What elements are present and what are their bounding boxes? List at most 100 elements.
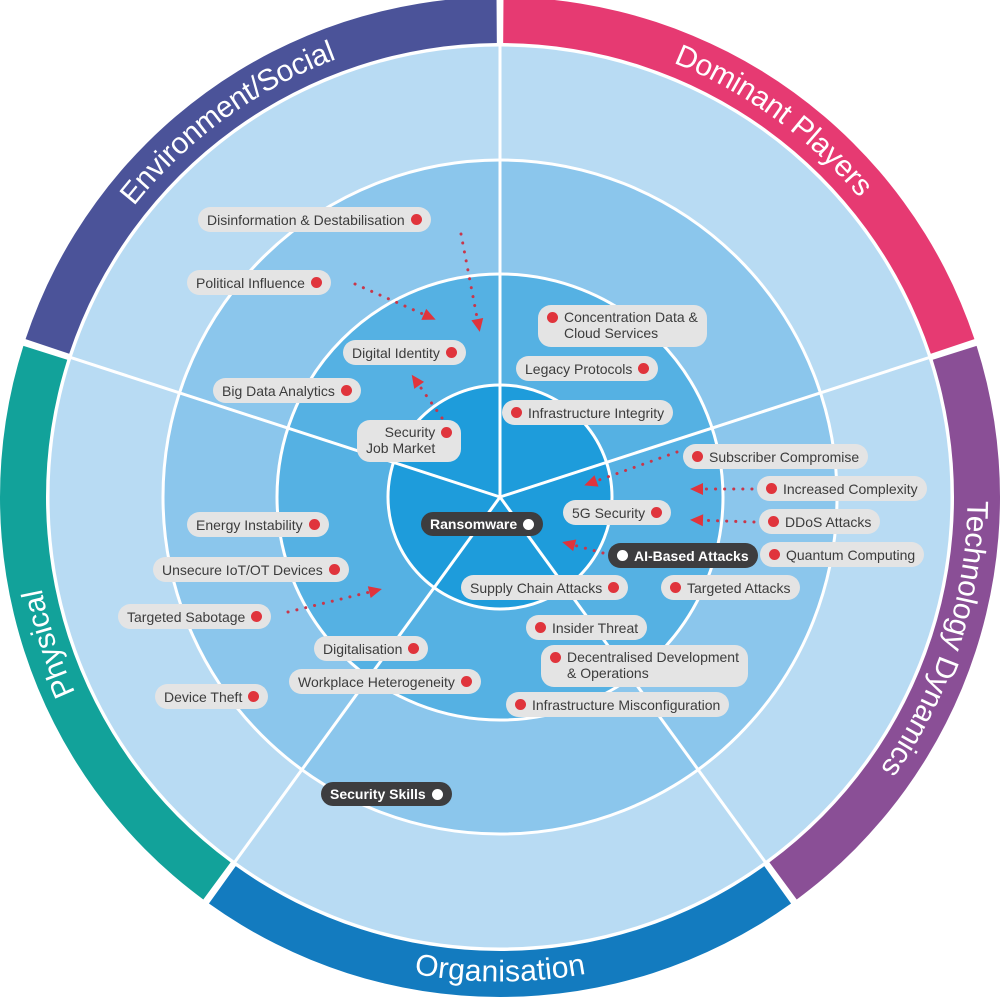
dotted-arrow-icon xyxy=(411,374,444,420)
segment-band-organisation xyxy=(208,866,792,997)
dotted-arrow-icon xyxy=(562,539,605,555)
marker-dot-icon xyxy=(340,385,352,396)
arrow-dots xyxy=(692,518,756,524)
dotted-arrow-icon xyxy=(690,483,754,495)
item-label: Big Data Analytics xyxy=(222,382,335,399)
item-label: Legacy Protocols xyxy=(525,360,633,377)
item-subscriber-compromise[interactable]: Subscriber Compromise xyxy=(683,444,869,469)
item-label: Energy Instability xyxy=(196,516,303,533)
marker-dot-icon xyxy=(535,622,546,633)
arrow-dots xyxy=(286,588,380,614)
segment-band-environment-social xyxy=(25,0,497,354)
item-label: AI-Based Attacks xyxy=(634,547,749,564)
marker-dot-icon xyxy=(608,582,620,593)
marker-dot-icon xyxy=(308,519,320,530)
item-label: Workplace Heterogeneity xyxy=(298,673,455,690)
item-decentralised-devops[interactable]: Decentralised Development& Operations xyxy=(541,645,748,687)
item-label: Unsecure IoT/OT Devices xyxy=(162,561,323,578)
marker-dot-icon xyxy=(638,363,650,374)
arrow-head xyxy=(562,539,577,552)
arrow-head xyxy=(690,483,703,495)
item-device-theft[interactable]: Device Theft xyxy=(155,684,269,709)
item-label: Targeted Sabotage xyxy=(127,608,246,625)
marker-dot-icon xyxy=(769,549,780,560)
item-label: Decentralised Development& Operations xyxy=(567,649,739,681)
arrow-dots xyxy=(564,541,605,555)
item-ransomware[interactable]: Ransomware xyxy=(421,512,544,536)
dotted-arrow-icon xyxy=(286,586,382,614)
arrow-head xyxy=(421,308,436,320)
arrow-head xyxy=(690,514,704,527)
item-label: Subscriber Compromise xyxy=(709,448,860,465)
segment-band-technology-dynamics xyxy=(769,345,1000,900)
marker-dot-icon xyxy=(408,643,420,654)
marker-dot-icon xyxy=(515,699,526,710)
item-label: Digital Identity xyxy=(352,344,440,361)
item-unsecure-iot[interactable]: Unsecure IoT/OT Devices xyxy=(153,557,349,582)
marker-dot-icon xyxy=(251,611,263,622)
dotted-arrow-icon xyxy=(459,232,484,332)
marker-dot-icon xyxy=(651,507,663,518)
item-5g-security[interactable]: 5G Security xyxy=(563,500,672,525)
segment-band-dominant-players xyxy=(503,0,975,354)
dotted-arrow-icon xyxy=(584,450,679,487)
item-targeted-attacks[interactable]: Targeted Attacks xyxy=(661,575,800,600)
item-label: Political Influence xyxy=(196,274,305,291)
item-supply-chain-attacks[interactable]: Supply Chain Attacks xyxy=(461,575,629,600)
item-digital-identity[interactable]: Digital Identity xyxy=(343,340,466,365)
segment-divider xyxy=(69,355,501,499)
item-legacy-protocols[interactable]: Legacy Protocols xyxy=(516,356,659,381)
item-label: Infrastructure Integrity xyxy=(528,404,665,421)
item-infrastructure-integrity[interactable]: Infrastructure Integrity xyxy=(502,400,674,425)
item-label: Device Theft xyxy=(164,688,243,705)
item-label: Targeted Attacks xyxy=(687,579,791,596)
marker-dot-icon xyxy=(550,652,561,663)
item-energy-instability[interactable]: Energy Instability xyxy=(187,512,329,537)
item-label: Supply Chain Attacks xyxy=(470,579,603,596)
arrow-head xyxy=(584,475,599,487)
marker-dot-icon xyxy=(670,582,681,593)
marker-dot-icon xyxy=(523,518,535,530)
marker-dot-icon xyxy=(460,676,472,687)
arrow-head xyxy=(411,374,425,389)
arrow-dots xyxy=(412,376,444,420)
marker-dot-icon xyxy=(766,483,777,494)
item-label: Insider Threat xyxy=(552,619,639,636)
item-security-skills[interactable]: Security Skills xyxy=(321,782,452,806)
item-ai-based-attacks[interactable]: AI-Based Attacks xyxy=(608,543,758,568)
item-label: Quantum Computing xyxy=(786,546,916,563)
item-label: Digitalisation xyxy=(323,640,403,657)
item-label: Increased Complexity xyxy=(783,480,918,497)
dotted-arrow-icon xyxy=(690,514,756,527)
item-insider-threat[interactable]: Insider Threat xyxy=(526,615,648,640)
item-disinformation[interactable]: Disinformation & Destabilisation xyxy=(198,207,431,232)
item-quantum-computing[interactable]: Quantum Computing xyxy=(760,542,925,567)
dotted-arrow-icon xyxy=(353,282,436,320)
marker-dot-icon xyxy=(431,788,443,800)
item-digitalisation[interactable]: Digitalisation xyxy=(314,636,429,661)
movement-arrows xyxy=(286,232,756,614)
item-label: Security Skills xyxy=(330,786,426,802)
item-workplace-heterogeneity[interactable]: Workplace Heterogeneity xyxy=(289,669,481,694)
item-political-influence[interactable]: Political Influence xyxy=(187,270,331,295)
marker-dot-icon xyxy=(445,347,457,358)
item-label: Infrastructure Misconfiguration xyxy=(532,696,721,713)
marker-dot-icon xyxy=(441,427,453,438)
item-targeted-sabotage[interactable]: Targeted Sabotage xyxy=(118,604,272,629)
item-increased-complexity[interactable]: Increased Complexity xyxy=(757,476,927,501)
segment-divider xyxy=(499,355,931,499)
arrow-head xyxy=(367,586,382,598)
marker-dot-icon xyxy=(328,564,340,575)
item-big-data-analytics[interactable]: Big Data Analytics xyxy=(213,378,361,403)
item-ddos-attacks[interactable]: DDoS Attacks xyxy=(759,509,881,534)
item-label: DDoS Attacks xyxy=(785,513,872,530)
item-label: Concentration Data &Cloud Services xyxy=(564,309,698,341)
marker-dot-icon xyxy=(692,451,703,462)
item-infrastructure-misconfiguration[interactable]: Infrastructure Misconfiguration xyxy=(506,692,730,717)
marker-dot-icon xyxy=(547,312,558,323)
item-concentration-data[interactable]: Concentration Data &Cloud Services xyxy=(538,305,707,347)
marker-dot-icon xyxy=(410,214,422,225)
